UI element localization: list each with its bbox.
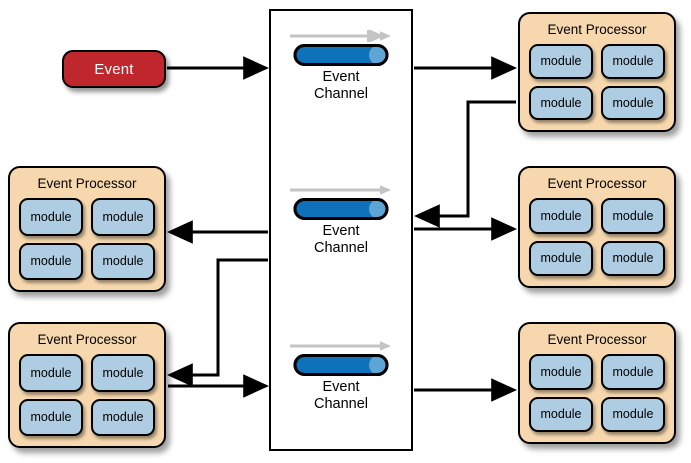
event-processor-middle-left[interactable]: Event Processor module module module mod… xyxy=(8,166,166,292)
wire-top-right-to-channel-middle xyxy=(413,100,516,228)
module-box[interactable]: module xyxy=(529,240,593,276)
channel-flow-arrow-icon xyxy=(290,30,391,42)
module-box[interactable]: module xyxy=(19,198,83,236)
module-box[interactable]: module xyxy=(91,242,155,280)
event-channel-container: Event Channel Event Channel xyxy=(269,9,413,451)
channel-pipe-icon xyxy=(293,44,389,66)
module-box[interactable]: module xyxy=(529,354,593,390)
event-channel-bottom-label: Event Channel xyxy=(313,379,368,412)
event-channel-top-label: Event Channel xyxy=(313,69,368,102)
processor-title: Event Processor xyxy=(547,176,647,191)
module-box[interactable]: module xyxy=(601,85,665,120)
module-box[interactable]: module xyxy=(529,44,593,79)
event-processor-bottom-left[interactable]: Event Processor module module module mod… xyxy=(8,322,166,448)
channel-pipe-icon xyxy=(293,198,389,220)
event-processor-middle-right[interactable]: Event Processor module module module mod… xyxy=(518,166,676,288)
module-grid: module module module module xyxy=(529,354,665,432)
module-grid: module module module module xyxy=(529,198,665,276)
module-box[interactable]: module xyxy=(91,354,155,392)
processor-title: Event Processor xyxy=(37,176,137,191)
event-channel-middle-label: Event Channel xyxy=(313,223,368,256)
module-box[interactable]: module xyxy=(529,85,593,120)
channel-pipe-icon xyxy=(293,354,389,376)
module-box[interactable]: module xyxy=(529,198,593,234)
channel-flow-arrow-icon xyxy=(290,185,391,195)
module-box[interactable]: module xyxy=(19,242,83,280)
module-box[interactable]: module xyxy=(601,396,665,432)
module-box[interactable]: module xyxy=(601,198,665,234)
processor-title: Event Processor xyxy=(547,22,647,37)
module-box[interactable]: module xyxy=(601,240,665,276)
processor-title: Event Processor xyxy=(37,332,137,347)
module-grid: module module module module xyxy=(19,198,155,280)
channel-flow-arrow-icon xyxy=(290,341,391,351)
module-box[interactable]: module xyxy=(601,354,665,390)
module-box[interactable]: module xyxy=(529,396,593,432)
module-box[interactable]: module xyxy=(91,398,155,436)
module-box[interactable]: module xyxy=(19,354,83,392)
event-box[interactable]: Event xyxy=(62,50,166,88)
module-grid: module module module module xyxy=(19,354,155,436)
wire-channel-middle-to-bot-left xyxy=(166,258,268,387)
module-box[interactable]: module xyxy=(19,398,83,436)
module-box[interactable]: module xyxy=(91,198,155,236)
event-processor-bottom-right[interactable]: Event Processor module module module mod… xyxy=(518,322,676,444)
event-label: Event xyxy=(94,60,134,78)
module-grid: module module module module xyxy=(529,44,665,120)
processor-title: Event Processor xyxy=(547,332,647,347)
event-processor-top-right[interactable]: Event Processor module module module mod… xyxy=(518,12,676,132)
module-box[interactable]: module xyxy=(601,44,665,79)
